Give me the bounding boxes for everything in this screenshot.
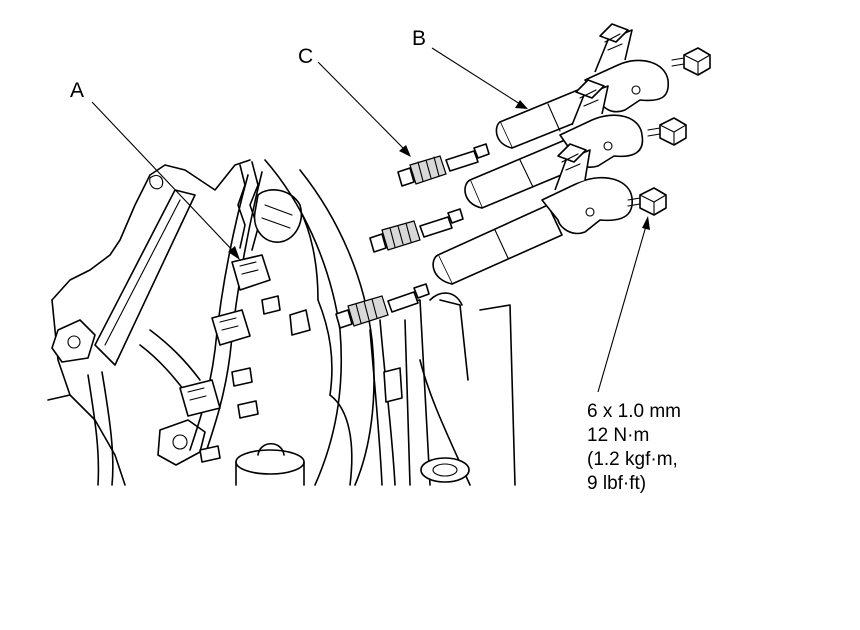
callout-label-a: A bbox=[70, 79, 85, 102]
spec-torque-nm: 12 N·m bbox=[587, 425, 650, 446]
spec-bolt-size: 6 x 1.0 mm bbox=[587, 401, 681, 422]
spark-plug-1 bbox=[397, 143, 490, 187]
coil-bolt-2 bbox=[647, 117, 687, 146]
bolt-torque-spec: 6 x 1.0 mm 12 N·m (1.2 kgf·m, 9 lbf·ft) bbox=[587, 400, 681, 496]
coil-bolt-1 bbox=[671, 47, 711, 76]
coil-bolt-3 bbox=[627, 187, 667, 216]
ignition-coil-1 bbox=[495, 23, 669, 149]
leader-line-c bbox=[317, 61, 411, 157]
spark-plug-3 bbox=[335, 283, 430, 329]
engine-mount-bracket bbox=[369, 292, 516, 486]
spec-torque-lbfft: 9 lbf·ft) bbox=[587, 473, 647, 494]
leader-line-bolt bbox=[597, 216, 650, 393]
leader-line-a bbox=[91, 101, 240, 260]
spec-torque-kgfm: (1.2 kgf·m, bbox=[587, 449, 678, 470]
engine-front-cover bbox=[235, 159, 375, 486]
callout-label-b: B bbox=[412, 27, 427, 50]
wiring-harness bbox=[189, 161, 319, 456]
installed-coil-connectors bbox=[179, 254, 311, 463]
leader-line-b bbox=[431, 47, 528, 109]
spark-plug-2 bbox=[369, 208, 464, 253]
ignition-coil-3 bbox=[432, 143, 633, 285]
ignition-coil-2 bbox=[464, 79, 644, 209]
callout-label-c: C bbox=[298, 45, 314, 68]
engine-cylinder-head bbox=[47, 159, 251, 486]
